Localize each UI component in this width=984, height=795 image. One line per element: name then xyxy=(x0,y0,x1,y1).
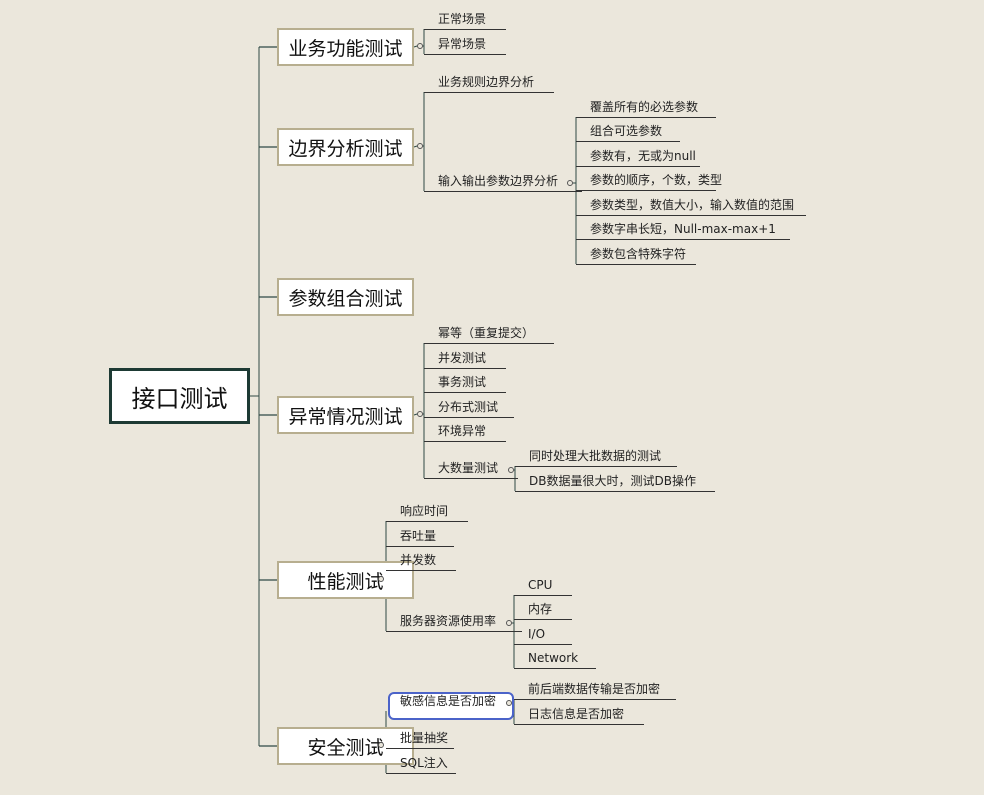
subtopic[interactable]: 异常场景 xyxy=(438,37,487,51)
leaf-topic[interactable]: DB数据量很大时，测试DB操作 xyxy=(529,474,696,488)
main-topic[interactable]: 安全测试 xyxy=(277,727,414,765)
topic-underline xyxy=(424,92,554,93)
subtopic[interactable]: 响应时间 xyxy=(400,504,449,518)
topic-underline xyxy=(386,773,456,774)
collapse-toggle-icon[interactable] xyxy=(417,143,423,149)
topic-underline xyxy=(424,441,506,442)
main-topic[interactable]: 参数组合测试 xyxy=(277,278,414,316)
collapse-toggle-icon[interactable] xyxy=(506,620,512,626)
topic-underline xyxy=(424,54,506,55)
topic-underline xyxy=(424,392,506,393)
topic-underline xyxy=(576,141,680,142)
leaf-topic[interactable]: 参数类型，数值大小，输入数值的范围 xyxy=(590,198,795,212)
topic-underline xyxy=(576,215,806,216)
topic-underline xyxy=(424,343,554,344)
collapse-toggle-icon[interactable] xyxy=(417,43,423,49)
topic-underline xyxy=(576,264,696,265)
collapse-toggle-icon[interactable] xyxy=(508,467,514,473)
subtopic[interactable]: 服务器资源使用率 xyxy=(400,614,497,628)
main-topic[interactable]: 业务功能测试 xyxy=(277,28,414,66)
subtopic[interactable]: 分布式测试 xyxy=(438,400,499,414)
leaf-topic[interactable]: 同时处理大批数据的测试 xyxy=(529,449,662,463)
topic-underline xyxy=(576,166,700,167)
subtopic[interactable]: 批量抽奖 xyxy=(400,731,449,745)
topic-underline xyxy=(424,417,514,418)
topic-underline xyxy=(386,521,468,522)
topic-underline xyxy=(515,491,715,492)
subtopic[interactable]: 大数量测试 xyxy=(438,461,499,475)
collapse-toggle-icon[interactable] xyxy=(378,576,384,582)
subtopic[interactable]: 敏感信息是否加密 xyxy=(400,694,497,708)
leaf-topic[interactable]: 参数的顺序，个数，类型 xyxy=(590,173,723,187)
topic-underline xyxy=(576,239,790,240)
leaf-topic[interactable]: 组合可选参数 xyxy=(590,124,663,138)
collapse-toggle-icon[interactable] xyxy=(506,700,512,706)
leaf-topic[interactable]: 参数字串长短，Null-max-max+1 xyxy=(590,222,776,236)
topic-underline xyxy=(386,631,522,632)
topic-underline xyxy=(514,644,572,645)
main-topic[interactable]: 性能测试 xyxy=(277,561,414,599)
leaf-topic[interactable]: 前后端数据传输是否加密 xyxy=(528,682,661,696)
topic-underline xyxy=(386,570,456,571)
topic-underline xyxy=(386,546,454,547)
leaf-topic[interactable]: 内存 xyxy=(528,602,553,616)
subtopic[interactable]: 幂等（重复提交） xyxy=(438,326,535,340)
leaf-topic[interactable]: 日志信息是否加密 xyxy=(528,707,625,721)
subtopic[interactable]: 业务规则边界分析 xyxy=(438,75,535,89)
topic-underline xyxy=(514,619,572,620)
topic-underline xyxy=(514,595,572,596)
topic-underline xyxy=(424,368,506,369)
subtopic[interactable]: 并发测试 xyxy=(438,351,487,365)
selected-node-highlight xyxy=(388,692,514,720)
leaf-topic[interactable]: Network xyxy=(528,651,579,665)
leaf-topic[interactable]: 参数包含特殊字符 xyxy=(590,247,687,261)
topic-underline xyxy=(424,478,518,479)
leaf-topic[interactable]: 覆盖所有的必选参数 xyxy=(590,100,699,114)
topic-underline xyxy=(515,466,677,467)
subtopic[interactable]: 输入输出参数边界分析 xyxy=(438,174,559,188)
collapse-toggle-icon[interactable] xyxy=(378,742,384,748)
topic-underline xyxy=(576,190,716,191)
leaf-topic[interactable]: I/O xyxy=(528,627,546,641)
collapse-toggle-icon[interactable] xyxy=(567,180,573,186)
root-node[interactable]: 接口测试 xyxy=(109,368,250,424)
subtopic[interactable]: 事务测试 xyxy=(438,375,487,389)
leaf-topic[interactable]: 参数有，无或为null xyxy=(590,149,696,163)
subtopic[interactable]: 吞吐量 xyxy=(400,529,437,543)
main-topic[interactable]: 异常情况测试 xyxy=(277,396,414,434)
topic-underline xyxy=(514,668,596,669)
topic-underline xyxy=(514,724,644,725)
subtopic[interactable]: 并发数 xyxy=(400,553,437,567)
topic-underline xyxy=(424,29,506,30)
topic-underline xyxy=(424,191,582,192)
leaf-topic[interactable]: CPU xyxy=(528,578,553,592)
subtopic[interactable]: 环境异常 xyxy=(438,424,487,438)
topic-underline xyxy=(386,748,454,749)
topic-underline xyxy=(576,117,716,118)
topic-underline xyxy=(514,699,676,700)
main-topic[interactable]: 边界分析测试 xyxy=(277,128,414,166)
subtopic[interactable]: SQL注入 xyxy=(400,756,448,770)
subtopic[interactable]: 正常场景 xyxy=(438,12,487,26)
collapse-toggle-icon[interactable] xyxy=(417,411,423,417)
